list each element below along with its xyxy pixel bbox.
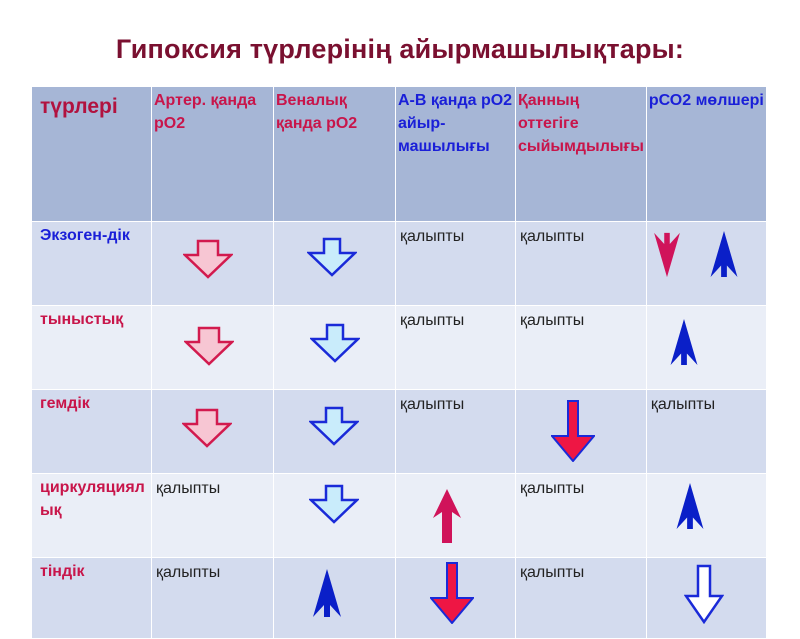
cell-av-tissue [395,557,516,639]
slide-title: Гипоксия түрлерінің айырмашылықтары: [115,34,685,64]
cell-venous-tissue [273,557,396,639]
cell-arterial-tissue: қалыпты [151,557,274,639]
cell-venous-respiratory [273,305,396,390]
down-arrow-icon [184,326,234,366]
up-arrow-icon [312,568,342,618]
down-arrow-icon [684,564,724,624]
cell-venous-hemic [273,389,396,474]
cell-pco2-tissue [645,557,767,639]
down-arrow-icon [309,406,359,446]
down-arrow-icon [430,562,474,624]
row-label-respiratory: тыныстық [31,305,152,390]
down-arrow-icon [183,239,233,279]
cell-venous-circulatory [273,473,396,558]
down-arrow-icon [551,400,595,462]
cell-capacity-tissue: қалыпты [515,557,647,639]
cell-av-respiratory: қалыпты [395,305,516,390]
table-row: тыныстық қалыпты қалыпты [31,305,767,390]
up-arrow-icon [675,482,705,530]
table-row: гемдік қалыпты қалыпты [31,389,767,474]
up-arrow-icon [709,230,739,278]
up-arrow-icon [669,318,699,366]
header-pco2: рСО2 мөлшері [645,86,767,222]
table-row: тіндік қалыпты қалыпты [31,557,767,639]
cell-arterial-circulatory: қалыпты [151,473,274,558]
table-header-row: түрлері Артер. қанда рО2 Веналық қанда р… [31,86,767,222]
down-arrow-icon [307,237,357,277]
cell-pco2-respiratory [645,305,767,390]
header-av-difference: А-В қанда рО2 айыр-машылығы [395,86,516,222]
row-label-circulatory: циркуляциялық [31,473,152,558]
cell-pco2-exogenous [645,221,767,306]
down-arrow-icon [182,408,232,448]
hypoxia-comparison-table: түрлері Артер. қанда рО2 Веналық қанда р… [31,86,767,639]
cell-arterial-hemic [151,389,274,474]
cell-capacity-hemic [515,389,647,474]
header-o2-capacity: Қанның оттегіге сыйымдылығы [515,86,647,222]
cell-pco2-hemic: қалыпты [645,389,767,474]
cell-arterial-respiratory [151,305,274,390]
row-label-exogenous: Экзоген-дік [31,221,152,306]
cell-venous-exogenous [273,221,396,306]
cell-capacity-exogenous: қалыпты [515,221,647,306]
row-label-tissue: тіндік [31,557,152,639]
cell-av-exogenous: қалыпты [395,221,516,306]
table-row: Экзоген-дік қалыпты қалыпты [31,221,767,306]
down-arrow-icon [309,484,359,524]
header-arterial-po2: Артер. қанда рО2 [151,86,274,222]
cell-av-hemic: қалыпты [395,389,516,474]
cell-av-circulatory [395,473,516,558]
cell-pco2-circulatory [645,473,767,558]
cell-arterial-exogenous [151,221,274,306]
down-arrow-icon [653,232,681,278]
header-types: түрлері [31,86,152,222]
up-arrow-icon [432,488,462,544]
row-label-hemic: гемдік [31,389,152,474]
cell-capacity-respiratory: қалыпты [515,305,647,390]
table-row: циркуляциялық қалыпты қалыпты [31,473,767,558]
down-arrow-icon [310,323,360,363]
header-venous-po2: Веналық қанда рО2 [273,86,396,222]
cell-capacity-circulatory: қалыпты [515,473,647,558]
